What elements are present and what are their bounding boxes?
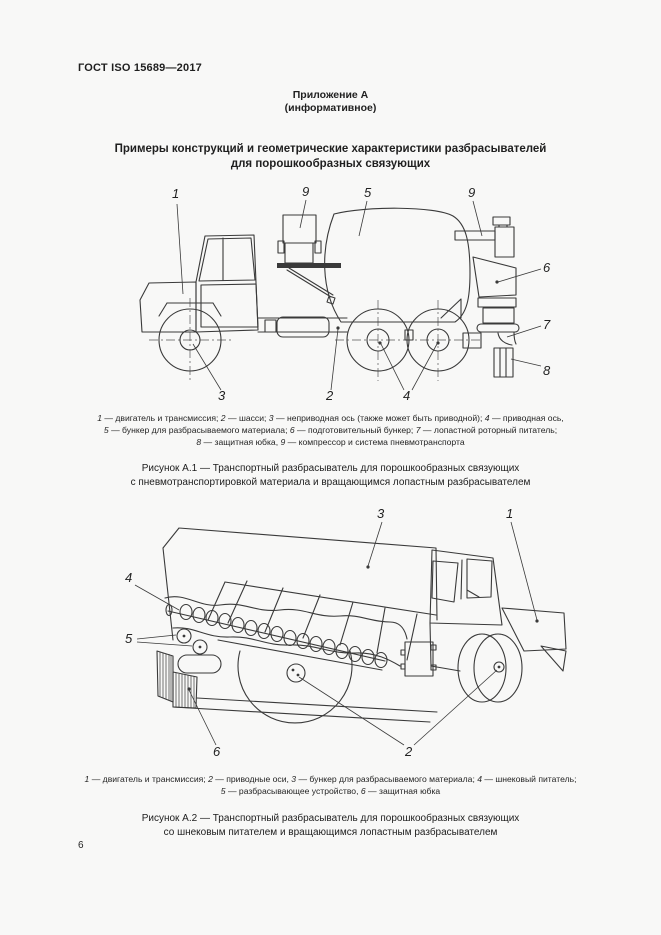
figure-a1-legend: 1 — двигатель и трансмиссия; 2 — шасси; … [0,412,661,448]
annex-subtitle: (информативное) [284,102,377,114]
figure-a2-caption-line1: Рисунок А.2 — Транспортный разбрасывател… [141,813,520,824]
figure-a2-caption-line2: со шнековым питателем и вращающимся лопа… [163,826,498,838]
figure-a2-caption: Рисунок А.2 — Транспортный разбрасывател… [0,812,661,839]
figure-a2-legend: 1 — двигатель и трансмиссия; 2 — приводн… [0,773,661,797]
figure-a2-drawing: 3 1 4 5 6 2 [125,506,567,759]
section-title: Примеры конструкций и геометрические хар… [40,142,621,171]
legend-line: 8 — защитная юбка, 9 — компрессор и сист… [196,437,465,447]
fig-a1-callout-skirt: 8 [543,363,551,378]
figure-a1-caption-line1: Рисунок А.1 — Транспортный разбрасывател… [141,463,520,474]
fig-a1-callout-prep-bunker: 6 [543,260,551,275]
fig-a2-callout-screw-feeder: 4 [125,570,132,585]
fig-a2-callout-spreading-device: 5 [125,631,133,646]
fig-a1-callout-compressor-rear: 9 [468,185,475,200]
fig-a1-callout-chassis: 2 [325,388,334,403]
fig-a2-callout-hopper: 3 [377,506,385,521]
legend-line: 1 — двигатель и трансмиссия; 2 — приводн… [84,774,577,784]
fig-a2-callout-engine: 1 [506,506,513,521]
fig-a1-callout-hopper: 5 [364,185,372,200]
figure-a1-caption-line2: с пневмотранспортировкой материала и вра… [130,476,531,488]
fig-a1-callout-drive-axles: 4 [403,388,410,403]
fig-a1-callout-front-axle: 3 [218,388,226,403]
fig-a1-callout-engine: 1 [172,186,179,201]
fig-a1-callout-rotary-feeder: 7 [543,317,551,332]
figure-a1-drawing: 1 9 5 9 6 7 8 3 2 4 [139,184,551,403]
legend-line: 5 — разбрасывающее устройство, 6 — защит… [220,786,441,796]
doc-code: ГОСТ ISO 15689—2017 [78,62,202,74]
fig-a2-callout-skirt: 6 [213,744,221,759]
fig-a2-callout-drive-axles: 2 [404,744,413,759]
fig-a1-callout-compressor-top: 9 [302,184,309,199]
annex-title: Приложение А [292,89,369,101]
figure-a1-caption: Рисунок А.1 — Транспортный разбрасывател… [0,462,661,489]
section-title-line1: Примеры конструкций и геометрические хар… [114,143,547,155]
legend-line: 1 — двигатель и трансмиссия; 2 — шасси; … [97,413,564,423]
page-number: 6 [78,840,84,851]
annex-heading: Приложение А (информативное) [0,89,661,115]
legend-line: 5 — бункер для разбрасываемого материала… [103,425,558,435]
section-title-line2: для порошкообразных связующих [230,157,431,170]
